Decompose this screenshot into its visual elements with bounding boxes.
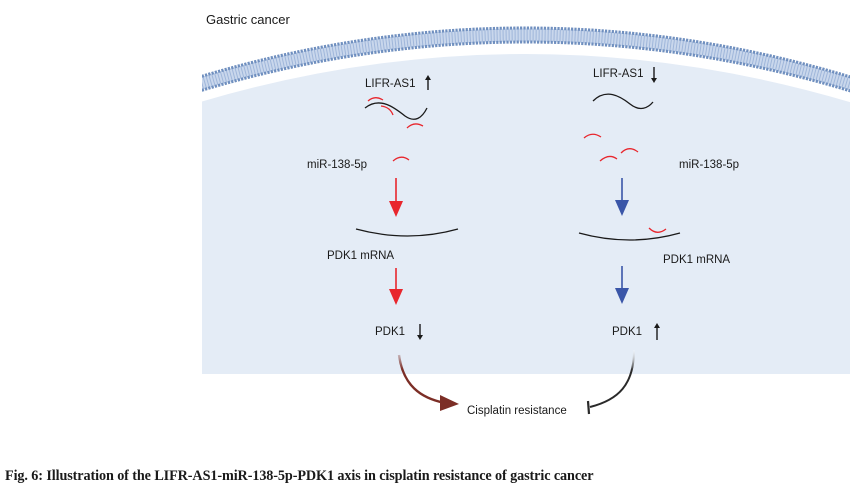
right-pathway: LIFR-AS1 miR-138-5p PDK1 mRNA PDK1 (578, 67, 739, 340)
right-free-mirna (599, 155, 618, 162)
right-mirna-label: miR-138-5p (679, 159, 739, 171)
outcome-label: Cisplatin resistance (467, 405, 567, 417)
context-label: Gastric cancer (206, 12, 290, 27)
cytoplasm (202, 54, 850, 374)
left-pathway: LIFR-AS1 miR-138-5p PDK1 mRNA PDK1 (307, 75, 459, 340)
left-bound-mirna (367, 97, 384, 102)
right-protein-label: PDK1 (612, 326, 642, 338)
left-mrna-label: PDK1 mRNA (327, 250, 394, 262)
right-lncrna-label: LIFR-AS1 (593, 68, 644, 80)
right-free-mirna (620, 148, 639, 154)
cell (202, 26, 850, 374)
left-protein-label: PDK1 (375, 326, 405, 338)
right-repression-arrow (615, 178, 629, 216)
left-bound-mirna (406, 123, 424, 129)
right-translation-arrow (615, 266, 629, 304)
right-lncrna-strand (592, 93, 654, 110)
left-free-mirna (392, 156, 410, 162)
arrow-up-icon (654, 323, 660, 340)
right-mrna-strand (578, 232, 681, 241)
left-repression-arrow (389, 178, 403, 217)
arrow-down-icon (651, 67, 657, 83)
promote-arrow (397, 354, 459, 411)
left-mrna-strand (355, 228, 459, 237)
membrane-hatch (202, 29, 850, 90)
arrow-down-icon (417, 324, 423, 340)
right-free-mirna (583, 133, 602, 139)
left-bound-mirna (380, 105, 394, 116)
membrane-inner-heads (202, 40, 850, 93)
figure-caption: Fig. 6: Illustration of the LIFR-AS1-miR… (5, 468, 594, 484)
inhibit-line (586, 349, 635, 415)
membrane-outer-heads (202, 26, 850, 79)
left-lncrna-strand (364, 102, 428, 120)
right-bound-mirna (648, 227, 667, 233)
left-mirna-label: miR-138-5p (307, 159, 367, 171)
arrow-up-icon (425, 75, 431, 90)
left-translation-arrow (389, 268, 403, 305)
left-lncrna-label: LIFR-AS1 (365, 78, 416, 90)
right-mrna-label: PDK1 mRNA (663, 254, 730, 266)
